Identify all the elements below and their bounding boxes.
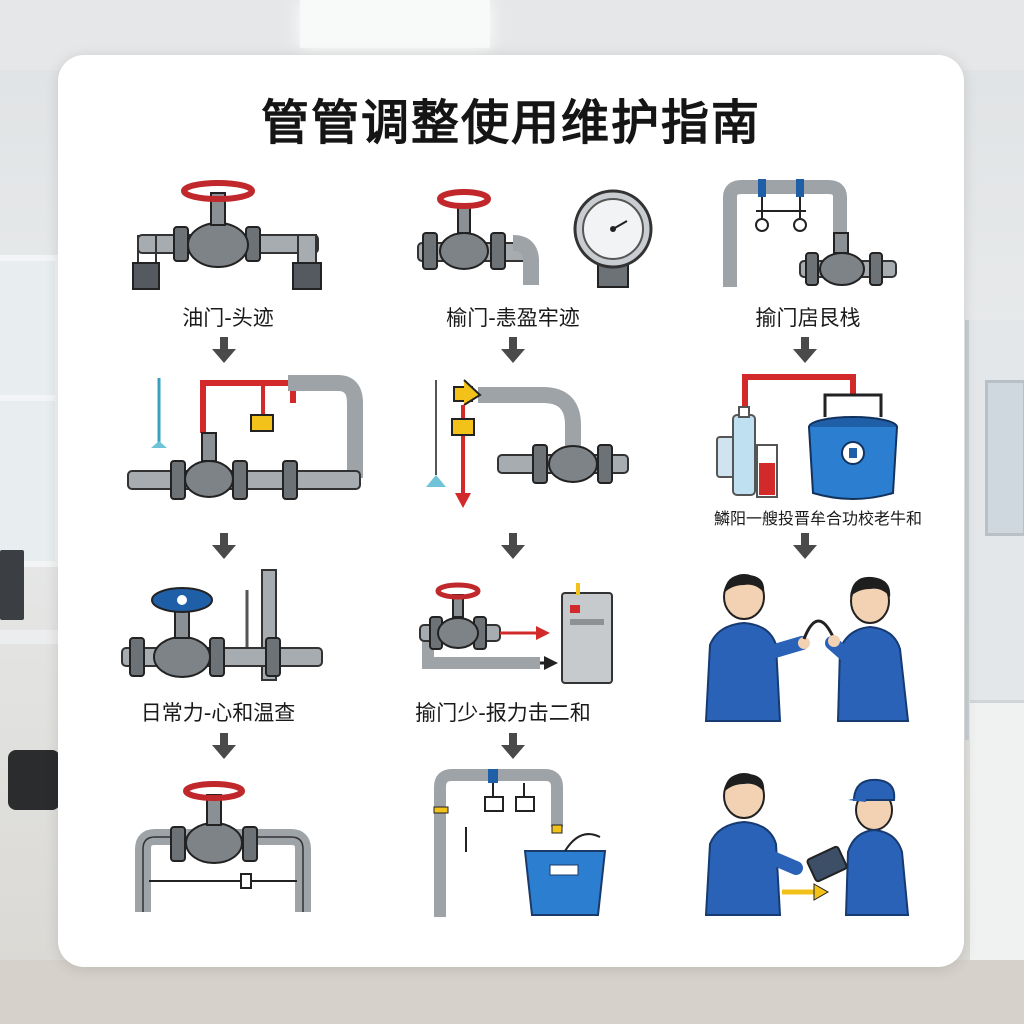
down-arrow-icon [501,533,525,559]
down-arrow-icon [793,337,817,363]
step-2-3-valve-tank [419,573,620,691]
step-2-4-drain [430,767,620,917]
down-arrow-icon [501,733,525,759]
bucket-icon [523,833,607,916]
step-2-1-label: 榆门-恚盈牢迹 [446,306,580,330]
desk [0,630,62,644]
cabinet-drawer [970,700,1024,983]
step-3-3-technicians [698,573,918,723]
valve-icon [132,180,322,290]
technician-icon [825,576,910,722]
guide-title: 管管调整使用维护指南 [260,95,761,151]
step-1-1-label: 油门-头迹 [182,306,274,330]
step-3-1-pipeline [720,175,900,295]
step-3-1-label: 揄门扂艮栈 [755,306,861,330]
cabinet-glass-door [985,380,1024,536]
step-2-2-pipeline [418,375,629,520]
window [0,255,61,567]
technician-icon [704,773,803,916]
step-1-3-label: 日常力-心和温查 [140,701,296,725]
down-arrow-icon [212,337,236,363]
technician-icon [844,778,910,916]
monitor [0,550,24,620]
valve-icon [121,569,323,681]
step-1-4-valve [133,777,313,917]
step-1-3-blue-valve [120,569,330,690]
down-arrow-icon [212,533,236,559]
step-3-2-sampling [713,365,913,505]
step-2-1-valve-gauge [413,185,673,295]
step-1-2-pipeline [123,373,363,503]
step-2-3-label: 揄门少-报力击二和 [415,701,591,725]
down-arrow-icon [501,337,525,363]
valve-icon [135,781,311,912]
ceiling-light [300,0,490,48]
down-arrow-icon [212,733,236,759]
technician-icon [704,574,810,722]
pressure-gauge-icon [573,189,653,288]
step-1-1-valve [128,175,328,295]
tablet-icon [806,845,848,883]
down-arrow-icon [793,533,817,559]
office-chair [8,750,60,810]
floor [0,960,1024,1024]
bucket-icon [808,393,898,500]
guide-panel: 管管调整使用维护指南 油门-头迹 [58,55,964,967]
step-3-2-label: 鱗阳一艘投晋牟合功校老牛和 [713,509,922,528]
step-3-4-inspection [698,770,918,920]
window-frame [0,395,55,401]
